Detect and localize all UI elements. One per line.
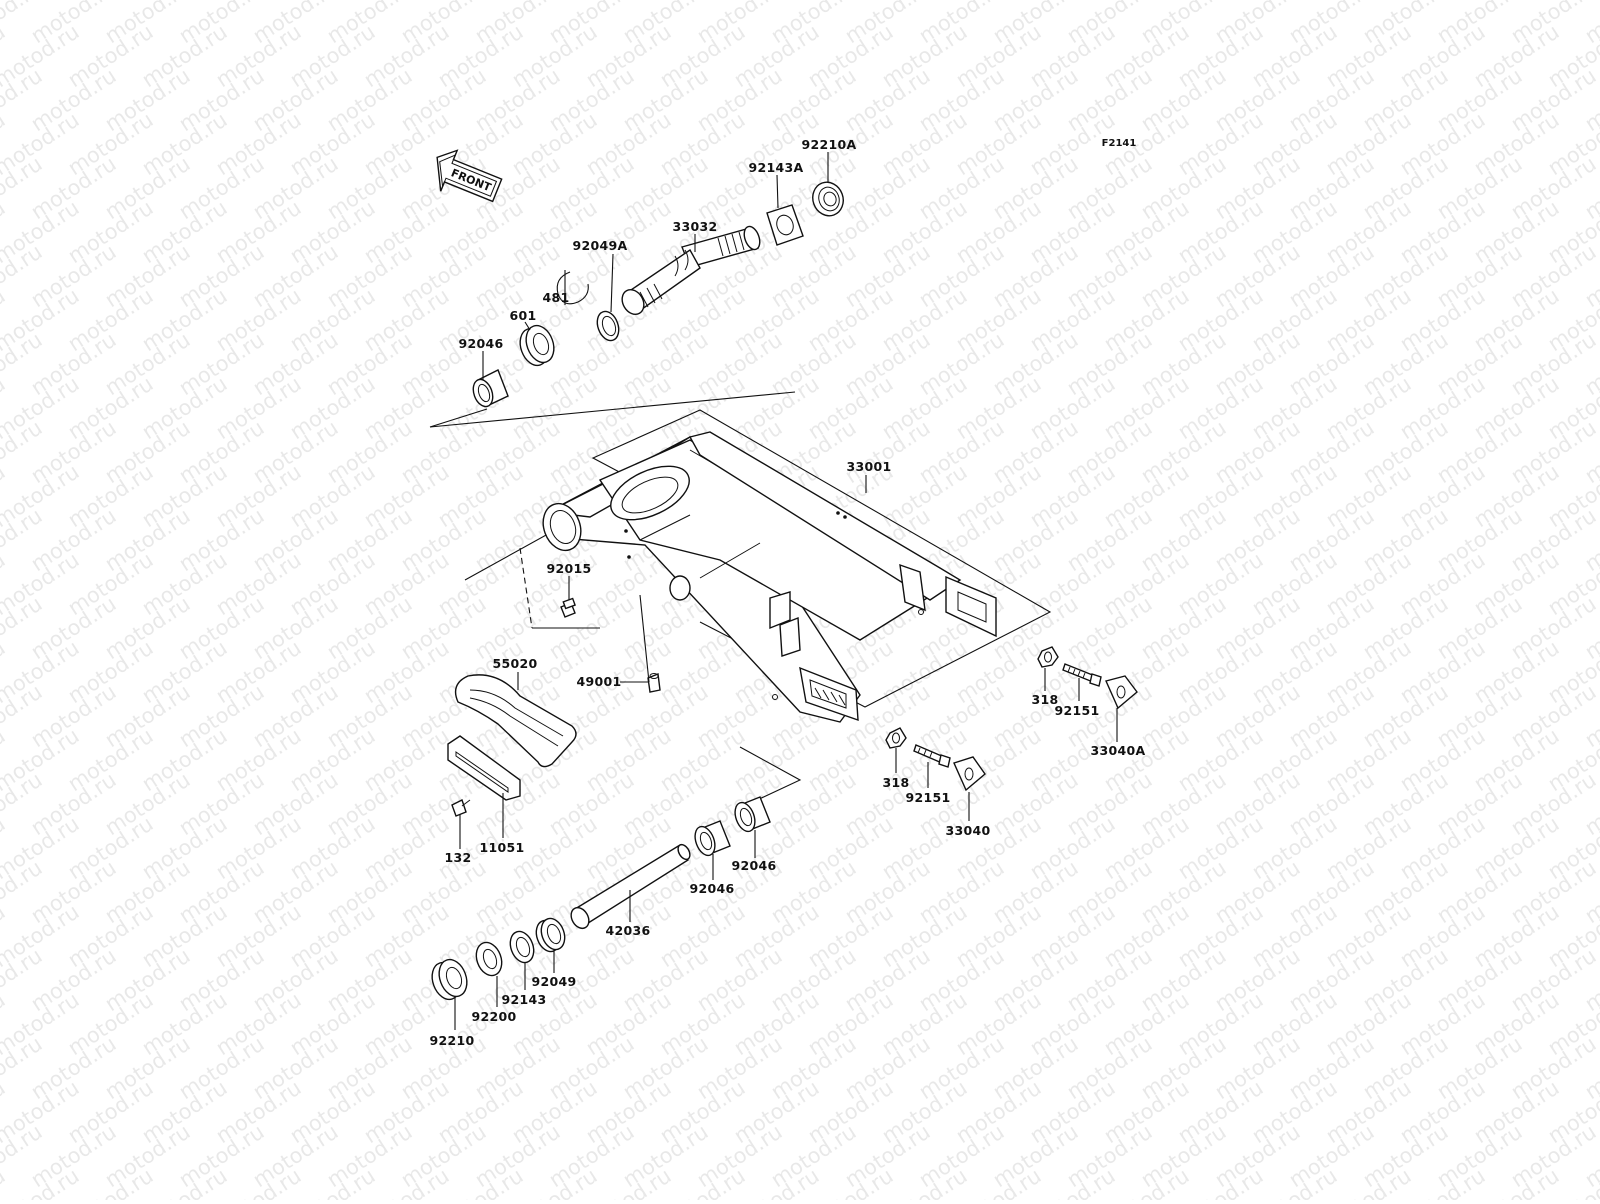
upper-group-bracket (429, 391, 796, 428)
part-92151-bolt-right (1062, 663, 1102, 687)
part-42036-pipe (570, 843, 691, 930)
label-601: 601 (510, 308, 537, 323)
part-labels: 92210A 92143A 33032 92049A 481 601 92046… (430, 137, 1146, 1048)
label-132: 132 (445, 850, 472, 865)
label-92049A: 92049A (573, 238, 628, 253)
label-33040: 33040 (946, 823, 991, 838)
watermark-text: motod.ru (0, 1164, 10, 1200)
label-92210: 92210 (430, 1033, 475, 1048)
label-49001: 49001 (577, 674, 622, 689)
label-92046-top: 92046 (459, 336, 504, 351)
part-92200-washer (475, 941, 503, 977)
part-55020-chain-guide (454, 674, 577, 768)
label-92151-right: 92151 (1055, 703, 1100, 718)
label-92015: 92015 (547, 561, 592, 576)
part-11051-bracket (447, 735, 521, 801)
part-92210A-collar (812, 181, 844, 217)
part-92143-washer (509, 930, 535, 964)
label-92143A: 92143A (749, 160, 804, 175)
label-92046-r: 92046 (732, 858, 777, 873)
part-601-bearing (519, 324, 555, 367)
label-318-mid: 318 (883, 775, 910, 790)
label-55020: 55020 (493, 656, 538, 671)
label-33032: 33032 (673, 219, 718, 234)
label-92049: 92049 (532, 974, 577, 989)
label-92046-l: 92046 (690, 881, 735, 896)
part-92049A-seal (596, 310, 620, 342)
part-92046-needle-bearing-r (734, 796, 771, 833)
part-92210-collar (431, 958, 468, 1001)
part-92046-needle-bearing-top (472, 369, 509, 408)
label-92210A: 92210A (802, 137, 857, 152)
part-132-bolt (451, 799, 471, 817)
leader-lines (454, 152, 1118, 1030)
label-33001: 33001 (847, 459, 892, 474)
part-92143A-plate (766, 204, 804, 246)
label-318-right: 318 (1032, 692, 1059, 707)
part-33040-plate (953, 756, 986, 792)
label-481: 481 (543, 290, 570, 305)
label-92200: 92200 (472, 1009, 517, 1024)
figure-code: F2141 (1102, 138, 1137, 149)
label-11051: 11051 (480, 840, 525, 855)
label-92151-mid: 92151 (906, 790, 951, 805)
part-33001-swingarm (542, 431, 997, 723)
part-33032-shaft (621, 225, 761, 316)
part-92015-bolt (560, 597, 576, 618)
label-92143: 92143 (502, 992, 547, 1007)
part-92151-bolt-mid (913, 744, 951, 768)
part-33040A-plate (1105, 675, 1138, 710)
part-318-nut-right (1037, 646, 1059, 668)
part-92046-needle-bearing-l (694, 820, 731, 857)
part-49001-grease-nipple (647, 673, 661, 693)
label-33040A: 33040A (1091, 743, 1146, 758)
label-42036: 42036 (606, 923, 651, 938)
part-318-nut-mid (885, 727, 907, 749)
